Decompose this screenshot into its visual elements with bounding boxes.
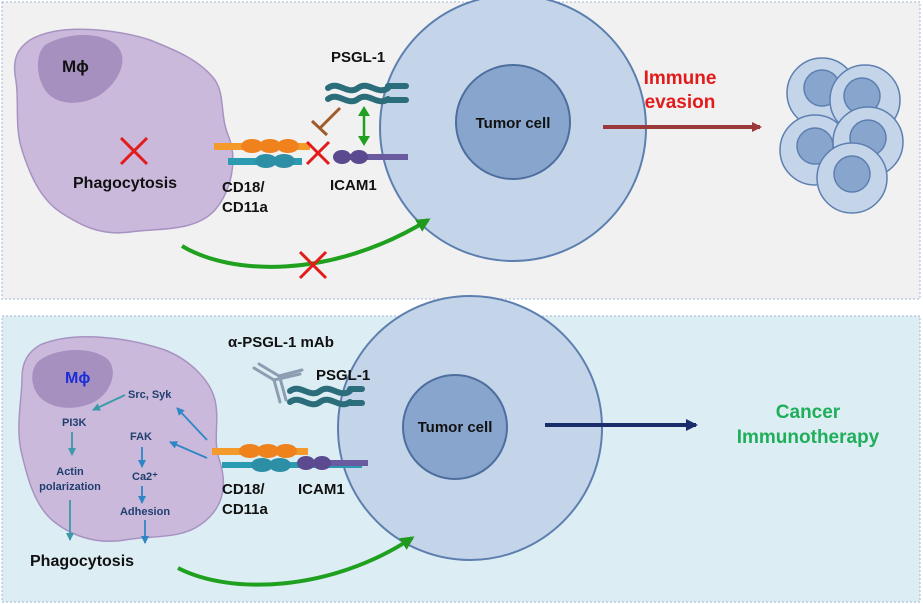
tumor-cluster xyxy=(779,57,904,214)
outcome-line-1-bottom: Cancer xyxy=(776,402,841,423)
psgl1-label-top: PSGL-1 xyxy=(331,49,385,66)
integrin-label-1-top: CD18/ xyxy=(222,179,265,196)
tumor-nucleus-top xyxy=(455,64,571,180)
actin-line-1: Actin xyxy=(56,466,84,478)
integrin-label-2-top: CD11a xyxy=(222,199,269,216)
icam1-ligand-top xyxy=(333,150,408,164)
macrophage-label-bottom: Mϕ xyxy=(65,370,90,387)
binding-blocked-x-icon xyxy=(305,140,331,166)
psgl1-receptor-top xyxy=(325,82,409,105)
phagocytosis-arrow-blocked-x-icon xyxy=(298,250,328,280)
phagocytosis-label-bottom: Phagocytosis xyxy=(30,553,134,570)
icam-label-bottom: ICAM1 xyxy=(298,481,345,498)
tumor-nucleus-bottom xyxy=(402,374,508,480)
top-panel: Mϕ Phagocytosis Tumor cell PSGL-1 xyxy=(1,0,921,300)
src-syk-label: Src, Syk xyxy=(128,389,172,401)
adhesion-label: Adhesion xyxy=(120,506,170,518)
tumor-label-bottom: Tumor cell xyxy=(418,419,493,436)
actin-line-2: polarization xyxy=(39,481,101,493)
phagocytosis-arrow-bottom xyxy=(177,536,415,587)
phagocytosis-arrow-top xyxy=(180,218,431,269)
psgl1-receptor-bottom xyxy=(287,385,365,408)
outcome-line-2-top: evasion xyxy=(645,92,716,113)
outcome-line-1-top: Immune xyxy=(644,68,717,89)
psgl1-inhibition-icon xyxy=(310,106,342,137)
psgl1-icam-interaction-icon xyxy=(358,106,370,146)
signaling-arrows xyxy=(66,394,208,544)
phagocytosis-label-top: Phagocytosis xyxy=(73,175,177,192)
outcome-line-2-bottom: Immunotherapy xyxy=(737,427,880,448)
ca-label: Ca2⁺ xyxy=(132,471,158,483)
macrophage-label-top: Mϕ xyxy=(62,57,89,76)
antibody-label: α-PSGL-1 mAb xyxy=(228,334,334,351)
icam-label-top: ICAM1 xyxy=(330,177,377,194)
integrin-cd18-cd11a-top xyxy=(214,139,310,168)
macrophage-nucleus-top xyxy=(37,34,123,103)
psgl1-label-bottom: PSGL-1 xyxy=(316,367,370,384)
integrin-label-2-bottom: CD11a xyxy=(222,501,269,518)
tumor-label-top: Tumor cell xyxy=(476,115,551,132)
phagocytosis-blocked-x-icon xyxy=(119,136,149,166)
macrophage-nucleus-bottom xyxy=(32,350,113,408)
integrin-cd18-cd11a-bottom xyxy=(212,444,362,472)
integrin-label-1-bottom: CD18/ xyxy=(222,481,265,498)
fak-label: FAK xyxy=(130,431,152,443)
pi3k-label: PI3K xyxy=(62,417,87,429)
bottom-panel: Mϕ Src, Syk PI3K FAK Ca2⁺ Actin polariza… xyxy=(1,295,921,603)
antibody-mab-icon xyxy=(252,362,304,404)
icam1-ligand-bottom xyxy=(297,456,368,470)
